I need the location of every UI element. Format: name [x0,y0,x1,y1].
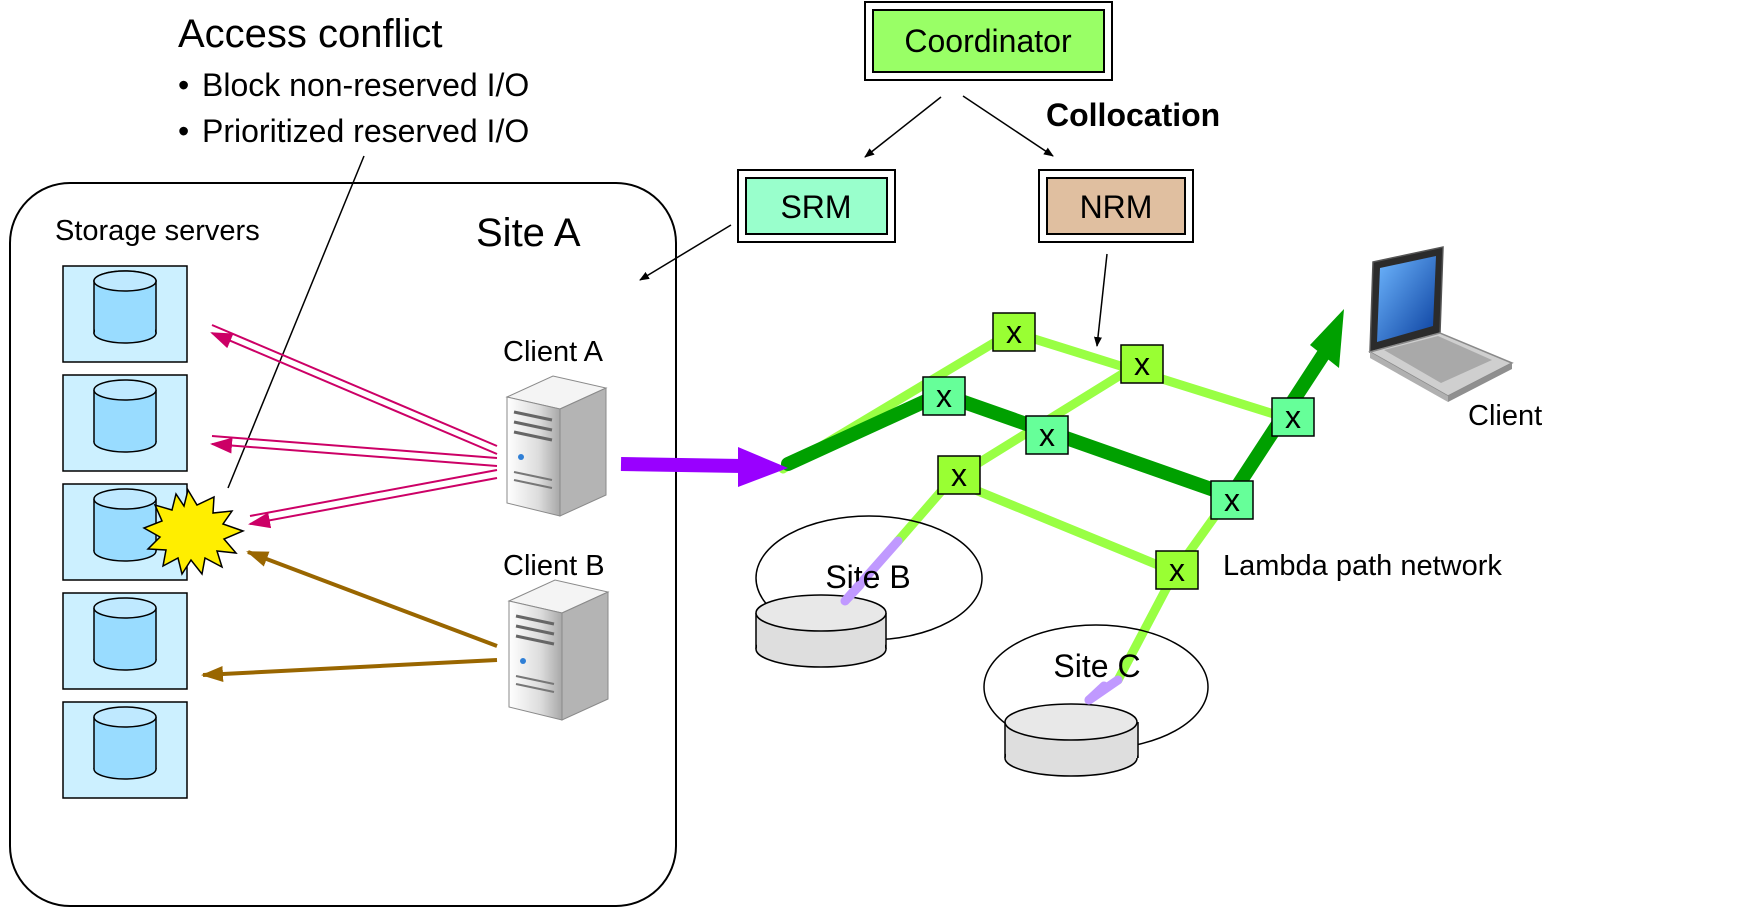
site-b: Site B [755,515,983,668]
storage-server [62,374,188,472]
nrm-label: NRM [1080,189,1153,225]
storage-server [62,592,188,690]
client-a-arrow-1 [210,324,498,455]
switch-mark: x [1169,552,1185,588]
client-a-arrow-2 [210,435,498,467]
bullet-prioritized-reserved: Prioritized reserved I/O [202,113,529,149]
optical-switch: x [1210,480,1254,520]
conflict-burst-icon [142,488,246,576]
client-b-arrow-1 [246,550,498,648]
client-a-arrow-3 [248,469,498,529]
optical-switches: x x x x x x x x [922,312,1315,590]
site-b-disk-icon [755,594,887,668]
storage-servers-label: Storage servers [55,215,260,247]
optical-switch: x [1271,397,1315,437]
srm-box: SRM [737,169,896,243]
coordinator-to-nrm-arrow [962,95,1054,157]
nrm-to-network-arrow [1093,253,1108,347]
optical-switch: x [1155,550,1199,590]
optical-switch: x [992,312,1036,352]
nrm-box: NRM [1038,169,1194,243]
optical-switch: x [1025,415,1069,455]
control-arrows [639,95,1108,347]
client-b-io-arrows [201,550,498,682]
access-conflict-bullets: • Block non-reserved I/O • Prioritized r… [178,67,529,149]
coordinator-box: Coordinator [864,1,1113,81]
coordinator-label: Coordinator [904,23,1072,59]
srm-to-site-a-arrow [639,224,732,281]
storage-server [62,265,188,363]
site-c: Site C [983,624,1209,777]
bullet-block-non-reserved: Block non-reserved I/O [202,67,529,103]
coordinator-to-srm-arrow [864,96,942,158]
client-b-label: Client B [503,550,605,582]
switch-mark: x [1006,314,1022,350]
optical-switch: x [1120,344,1164,384]
optical-switch: x [937,455,981,495]
client-laptop-icon [1368,246,1514,402]
client-a-label: Client A [503,336,604,368]
switch-mark: x [1285,399,1301,435]
client-a-server-icon [505,375,608,517]
switch-mark: x [1039,417,1055,453]
callout-line [227,155,365,489]
bullet-dot: • [178,67,189,103]
switch-mark: x [1134,346,1150,382]
collocation-label: Collocation [1046,97,1220,133]
bullet-dot: • [178,113,189,149]
lambda-path-network-label: Lambda path network [1223,550,1502,582]
srm-label: SRM [780,189,851,225]
switch-mark: x [951,457,967,493]
client-a-io-arrows [210,324,498,529]
site-b-label: Site B [825,559,910,595]
client-b-arrow-2 [201,658,498,682]
switch-mark: x [1224,482,1240,518]
site-c-label: Site C [1053,648,1140,684]
switch-mark: x [936,378,952,414]
site-a-label: Site A [476,211,581,255]
client-b-server-icon [507,579,610,721]
site-a-boundary [9,182,677,907]
transfer-arrow [620,447,788,487]
client-arrowhead-icon [1310,309,1344,368]
optical-switch: x [922,376,966,416]
access-conflict-title: Access conflict [178,12,443,56]
client-label: Client [1468,400,1542,432]
storage-server [62,701,188,799]
site-c-disk-icon [1004,703,1139,777]
